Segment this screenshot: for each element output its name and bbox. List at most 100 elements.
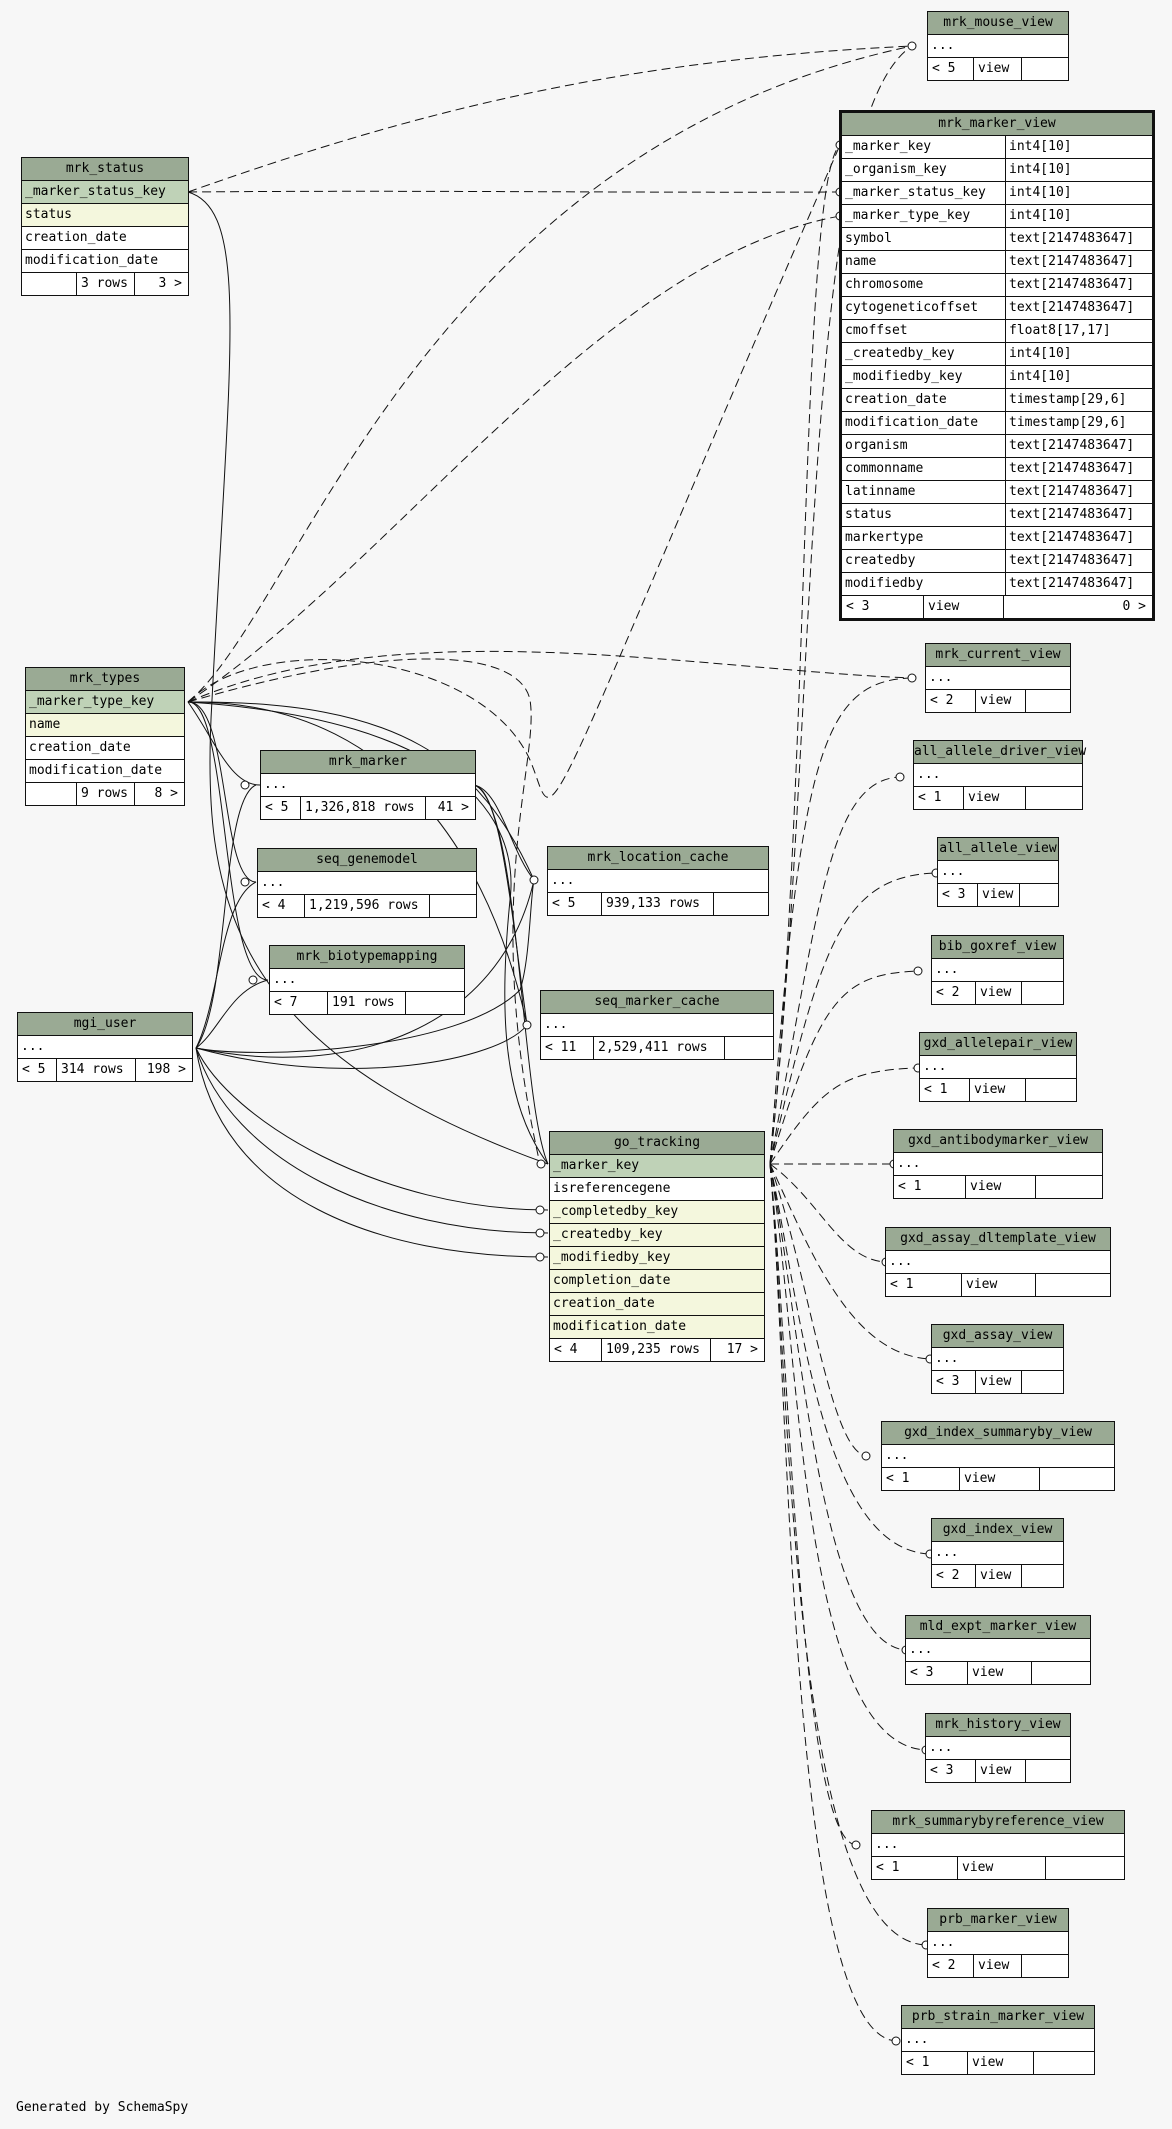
footer-parents[interactable]: < 2 [932,1565,976,1587]
footer-children[interactable]: 8 > [154,786,178,801]
footer-parents[interactable]: < 5 [18,1059,57,1081]
footer-parents[interactable] [22,273,77,295]
footer-children[interactable] [1022,58,1068,80]
column-row: ... [906,1639,1090,1662]
table-title: mrk_biotypemapping [270,946,464,969]
footer-parents[interactable]: < 1 [886,1274,962,1296]
table-title: mrk_history_view [926,1714,1070,1737]
footer-parents[interactable]: < 4 [550,1339,602,1361]
footer-parents[interactable]: < 1 [902,2052,968,2074]
table-gxd-allelepair-view[interactable]: gxd_allelepair_view ... < 1 view [919,1032,1077,1102]
column-type: timestamp[29,6] [1009,415,1127,430]
footer-parents[interactable]: < 4 [258,895,305,917]
footer-children[interactable] [1022,1565,1063,1587]
footer-children[interactable]: 198 > [146,1062,186,1077]
footer-children[interactable] [1036,1274,1110,1296]
footer-parents[interactable]: < 1 [914,787,964,809]
footer-parents[interactable]: < 3 [906,1662,968,1684]
footer-parents[interactable]: < 3 [932,1371,976,1393]
column-name: cmoffset [842,320,1006,342]
table-gxd-index-summaryby-view[interactable]: gxd_index_summaryby_view ... < 1 view [881,1421,1115,1491]
column-row: ... [926,667,1070,690]
table-mrk-summarybyreference-view[interactable]: mrk_summarybyreference_view ... < 1 view [871,1810,1125,1880]
footer-parents[interactable]: < 5 [261,797,301,819]
footer-children[interactable] [1022,1371,1063,1393]
column-type: text[2147483647] [1009,300,1135,315]
footer-parents[interactable]: < 5 [548,893,602,915]
footer-children[interactable] [1022,1955,1068,1977]
footer-children[interactable] [406,992,464,1014]
table-mrk-status[interactable]: mrk_status _marker_status_key status cre… [21,157,189,296]
footer-parents[interactable]: < 3 [842,596,924,618]
table-prb-marker-view[interactable]: prb_marker_view ... < 2 view [927,1908,1069,1978]
footer-children[interactable] [1032,1662,1090,1684]
footer-parents[interactable]: < 7 [270,992,328,1014]
column-type: text[2147483647] [1009,530,1135,545]
footer-parents[interactable]: < 1 [920,1079,970,1101]
footer-children[interactable] [725,1037,773,1059]
table-go-tracking[interactable]: go_tracking _marker_key isreferencegene … [549,1131,765,1362]
table-seq-marker-cache[interactable]: seq_marker_cache ... < 11 2,529,411 rows [540,990,774,1060]
table-gxd-assay-dltemplate-view[interactable]: gxd_assay_dltemplate_view ... < 1 view [885,1227,1111,1297]
footer-children[interactable] [1036,1176,1102,1198]
table-all-allele-driver-view[interactable]: all_allele_driver_view ... < 1 view [913,740,1086,810]
footer-count: 1,219,596 rows [305,895,430,917]
table-mrk-types[interactable]: mrk_types _marker_type_key name creation… [25,667,185,806]
table-prb-strain-marker-view[interactable]: prb_strain_marker_view ... < 1 view [901,2005,1095,2075]
footer-parents[interactable]: < 2 [926,690,976,712]
table-mgi-user[interactable]: mgi_user ... < 5 314 rows 198 > [17,1012,193,1082]
footer-parents[interactable]: < 2 [928,1955,974,1977]
footer-children[interactable] [1026,1079,1076,1101]
footer-children[interactable] [1040,1468,1114,1490]
footer-parents[interactable]: < 1 [872,1857,958,1879]
footer-children[interactable] [714,893,768,915]
column-type: int4[10] [1009,208,1072,223]
footer-children[interactable] [1046,1857,1124,1879]
table-mrk-mouse-view[interactable]: mrk_mouse_view ... < 5 view [927,11,1069,81]
footer-count: 109,235 rows [602,1339,711,1361]
table-mrk-history-view[interactable]: mrk_history_view ... < 3 view [925,1713,1071,1783]
table-bib-goxref-view[interactable]: bib_goxref_view ... < 2 view [931,935,1064,1005]
table-seq-genemodel[interactable]: seq_genemodel ... < 4 1,219,596 rows [257,848,477,918]
footer-count: view [976,1565,1022,1587]
footer-parents[interactable]: < 3 [926,1760,976,1782]
table-gxd-index-view[interactable]: gxd_index_view ... < 2 view [931,1518,1064,1588]
column-type: text[2147483647] [1009,507,1135,522]
table-gxd-assay-view[interactable]: gxd_assay_view ... < 3 view [931,1324,1064,1394]
footer-children[interactable]: 41 > [437,800,469,815]
footer-children[interactable]: 3 > [158,276,182,291]
footer-children[interactable]: 0 > [1122,599,1146,614]
table-gxd-antibodymarker-view[interactable]: gxd_antibodymarker_view ... < 1 view [893,1129,1103,1199]
table-mrk-location-cache[interactable]: mrk_location_cache ... < 5 939,133 rows [547,846,769,916]
footer-children[interactable] [1022,982,1063,1004]
table-footer: < 1 view [894,1176,1102,1198]
column-name: commonname [842,458,1006,480]
footer-children[interactable] [430,895,476,917]
footer-parents[interactable]: < 2 [932,982,976,1004]
footer-parents[interactable]: < 3 [938,884,978,906]
footer-count: view [978,884,1020,906]
column-row: modification_date [550,1316,764,1339]
footer-parents[interactable]: < 1 [882,1468,960,1490]
table-all-allele-view[interactable]: all_allele_view ... < 3 view [937,837,1059,907]
footer-children[interactable]: 17 > [726,1342,758,1357]
footer-children[interactable] [1020,884,1058,906]
footer-count: view [960,1468,1040,1490]
footer-children[interactable] [1026,787,1082,809]
table-mld-expt-marker-view[interactable]: mld_expt_marker_view ... < 3 view [905,1615,1091,1685]
footer-parents[interactable]: < 11 [541,1037,594,1059]
table-mrk-current-view[interactable]: mrk_current_view ... < 2 view [925,643,1071,713]
table-mrk-biotypemapping[interactable]: mrk_biotypemapping ... < 7 191 rows [269,945,465,1015]
footer-parents[interactable]: < 5 [928,58,974,80]
footer-children[interactable] [1026,690,1070,712]
table-mrk-marker[interactable]: mrk_marker ... < 5 1,326,818 rows 41 > [260,750,476,820]
footer-parents[interactable]: < 1 [894,1176,966,1198]
footer-children[interactable] [1034,2052,1094,2074]
footer-parents[interactable] [26,783,77,805]
footer-children[interactable] [1026,1760,1070,1782]
